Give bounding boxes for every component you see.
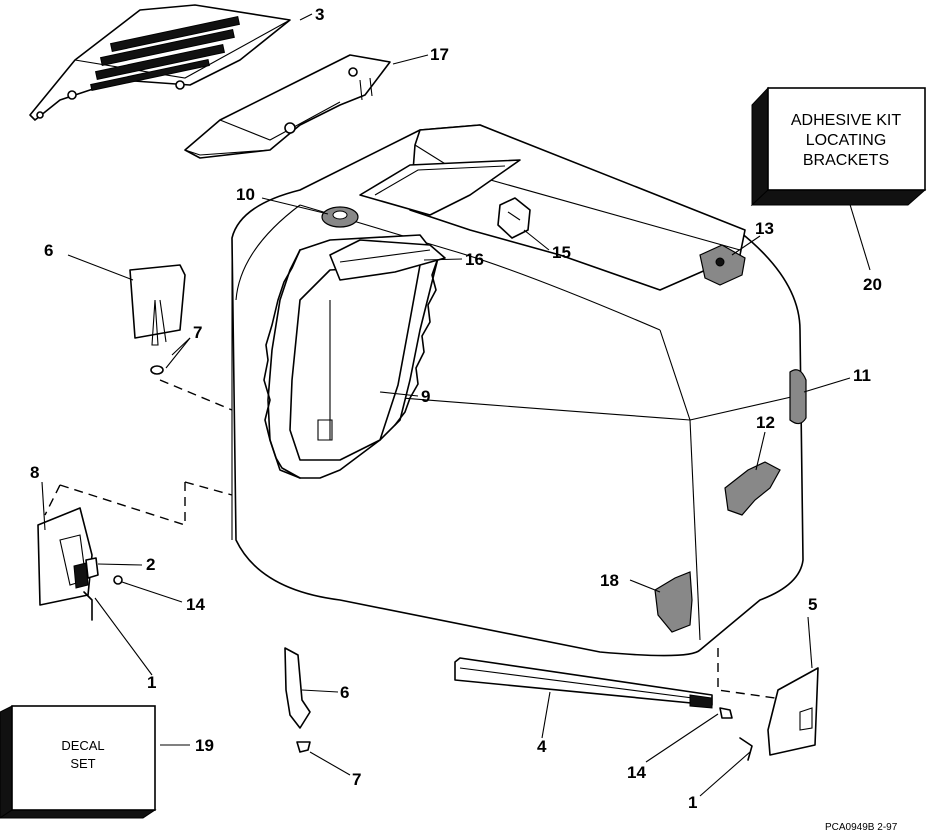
hardware-left (83, 557, 123, 621)
callout-8: 8 (30, 463, 39, 482)
callout-6-lower: 6 (340, 683, 349, 702)
callout-18: 18 (600, 571, 619, 590)
adhesive-kit-line2: LOCATING (806, 132, 887, 149)
air-duct-part (184, 54, 391, 159)
callout-14-left: 14 (186, 595, 205, 614)
fastener-lower-center (296, 741, 311, 753)
adhesive-kit-line3: BRACKETS (803, 152, 889, 169)
bracket-lower-center (284, 647, 311, 729)
callout-1-left: 1 (147, 673, 156, 692)
callout-7-lower: 7 (352, 770, 361, 789)
callout-10: 10 (236, 185, 255, 204)
callout-16: 16 (465, 250, 484, 269)
panel-part (724, 461, 781, 516)
leader-lines (41, 13, 871, 797)
callout-17: 17 (430, 45, 449, 64)
callout-13: 13 (755, 219, 774, 238)
bracket-item-5 (767, 667, 819, 756)
decal-set-line2: SET (70, 756, 95, 771)
hardware-right (719, 707, 753, 761)
callout-6-upper: 6 (44, 241, 53, 260)
fastener-upper-left (150, 365, 164, 375)
callout-2: 2 (146, 555, 155, 574)
seal-strip-part (329, 239, 446, 281)
adhesive-kit-box: ADHESIVE KIT LOCATING BRACKETS (750, 86, 927, 207)
adhesive-kit-line1: ADHESIVE KIT (791, 112, 901, 129)
callout-20: 20 (863, 275, 882, 294)
callout-19: 19 (195, 736, 214, 755)
callout-4: 4 (537, 737, 547, 756)
latch-part (699, 244, 746, 286)
callout-12: 12 (756, 413, 775, 432)
callout-1-right: 1 (688, 793, 697, 812)
callout-7-upper: 7 (193, 323, 202, 342)
decal-set-box: DECAL SET (0, 705, 157, 819)
lower-panel-part (654, 571, 693, 633)
callout-14-right: 14 (627, 763, 646, 782)
callout-9: 9 (421, 387, 430, 406)
callout-5: 5 (808, 595, 817, 614)
clip-part (497, 197, 531, 239)
callout-3: 3 (315, 5, 324, 24)
bracket-item-8 (37, 507, 93, 606)
callout-15: 15 (552, 243, 571, 262)
side-pad-part (789, 369, 807, 425)
drawing-code: PCA0949B 2-97 (825, 822, 898, 833)
decal-set-line1: DECAL (61, 738, 104, 753)
grille-part (29, 4, 291, 121)
bracket-upper-left (129, 264, 186, 346)
grommet-part (321, 206, 359, 228)
callout-11: 11 (853, 366, 871, 385)
rail-part (454, 657, 713, 709)
callout-numbers: 3 17 10 6 7 8 2 14 1 16 15 13 11 12 9 18… (30, 5, 882, 812)
